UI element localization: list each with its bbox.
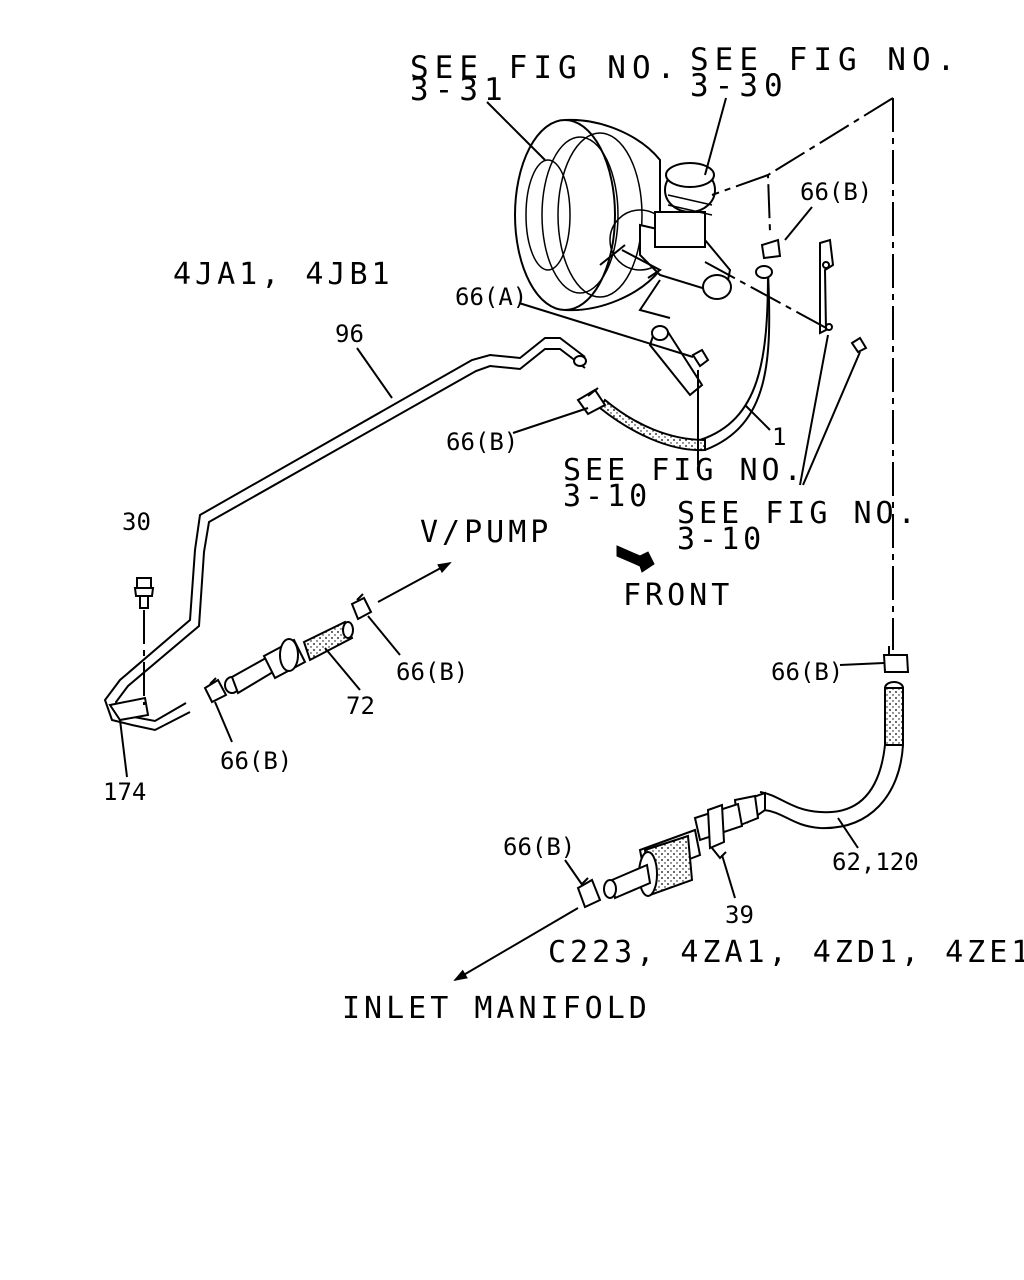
leader-dash-bracket: [704, 261, 831, 331]
clamp-66b-right: [882, 646, 910, 673]
inlet-manifold-arrow: [453, 907, 579, 982]
leader-66b-pipe: [367, 615, 401, 656]
callout-66b-pipe: 66(B): [396, 658, 468, 686]
lower-connector: [603, 828, 702, 900]
hose-1: [598, 238, 782, 452]
fitting-66a: [648, 325, 710, 397]
master-cylinder: [621, 162, 732, 319]
leader-dash-top: [711, 97, 894, 233]
bracket: [819, 238, 868, 354]
leader-66b-lower-left: [214, 701, 233, 743]
leader-66b-mid: [512, 407, 589, 434]
callout-66b-right: 66(B): [771, 658, 843, 686]
callout-62-120: 62,120: [832, 848, 919, 876]
leader-1: [744, 404, 771, 431]
callout-72: 72: [346, 692, 375, 720]
see-fig-3-10a-line1: SEE FIG NO.: [563, 453, 806, 488]
see-fig-3-31-line2: 3-31: [410, 72, 509, 108]
callout-30: 30: [122, 508, 151, 536]
leader-174: [119, 719, 128, 778]
leader-72: [324, 647, 361, 691]
clamp-66b-pipe: [350, 593, 373, 621]
callout-174: 174: [103, 778, 146, 806]
callout-66b-bottom: 66(B): [503, 833, 575, 861]
leader-39: [721, 854, 736, 899]
hose-72: [224, 620, 354, 695]
callout-66b-top: 66(B): [800, 178, 872, 206]
brake-booster: [514, 118, 671, 312]
leader-66b-right: [839, 662, 885, 666]
front-label: FRONT: [623, 578, 733, 613]
v-pump-label: V/PUMP: [420, 515, 552, 550]
leader-62-120: [837, 817, 859, 849]
see-fig-3-31-line1: SEE FIG NO.: [410, 50, 681, 86]
see-fig-3-10b-line1: SEE FIG NO.: [677, 496, 920, 531]
callout-66b-lower-left: 66(B): [220, 747, 292, 775]
see-fig-3-30-line2: 3-30: [690, 68, 789, 104]
bolt-30: [133, 577, 155, 609]
leader-3-31: [486, 101, 546, 161]
inlet-manifold-label: INLET MANIFOLD: [342, 991, 651, 1026]
leader-66b-top: [784, 206, 813, 241]
engines-c223-label: C223, 4ZA1, 4ZD1, 4ZE1: [548, 935, 1024, 970]
engine-4ja1-4jb1: 4JA1, 4JB1: [173, 257, 394, 292]
hose-62-120: [693, 681, 904, 842]
callout-66a: 66(A): [455, 283, 527, 311]
clip-39: [706, 803, 727, 860]
clamp-66b-lower-left: [203, 677, 228, 704]
front-arrow-icon: [616, 545, 655, 573]
callout-39: 39: [725, 901, 754, 929]
callout-96: 96: [335, 320, 364, 348]
callout-1: 1: [772, 423, 786, 451]
leader-3-10b: [799, 334, 861, 486]
see-fig-3-10b-line2: 3-10: [677, 522, 765, 557]
callout-66b-mid: 66(B): [446, 428, 518, 456]
leader-96: [356, 347, 393, 399]
clamp-66b-bottom: [576, 877, 602, 909]
leader-3-30: [704, 97, 727, 176]
see-fig-3-10a-line2: 3-10: [563, 479, 651, 514]
see-fig-3-30-line1: SEE FIG NO.: [690, 42, 961, 78]
leader-66b-bottom: [564, 859, 584, 887]
v-pump-arrow: [377, 562, 452, 603]
pipe-96: [103, 337, 587, 732]
leader-66a: [518, 302, 694, 358]
